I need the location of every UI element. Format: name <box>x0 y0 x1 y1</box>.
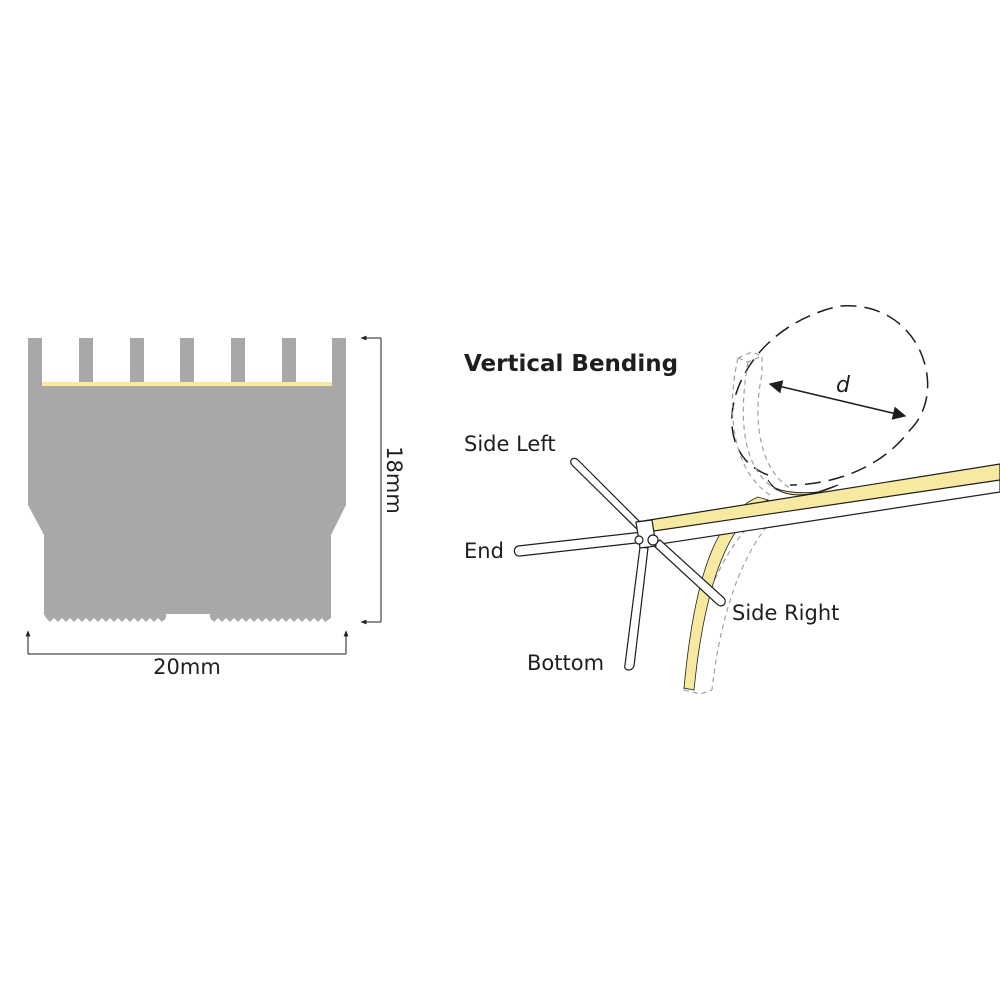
axis-side-left <box>570 457 649 536</box>
profile-cross-section: 18mm 20mm <box>25 335 406 679</box>
diameter-arrow <box>768 380 907 420</box>
label-side-left: Side Left <box>464 432 556 456</box>
axis-side-right <box>652 539 726 607</box>
joint-circle <box>647 534 659 546</box>
label-end: End <box>464 539 504 563</box>
joint-circle-left <box>634 535 644 545</box>
label-bottom: Bottom <box>527 651 604 675</box>
profile-body <box>28 338 346 622</box>
bending-title: Vertical Bending <box>464 351 678 377</box>
axis-end <box>513 531 646 557</box>
bend-circle <box>731 305 929 486</box>
label-side-right: Side Right <box>732 601 839 625</box>
ghost-strip-upper <box>731 351 791 496</box>
led-strip-curl <box>767 479 839 496</box>
width-label: 20mm <box>153 655 221 679</box>
diameter-label: d <box>836 373 851 398</box>
axis-bottom <box>624 546 649 671</box>
vertical-bending-diagram: Vertical Bending <box>464 305 1000 695</box>
height-label: 18mm <box>382 446 406 514</box>
